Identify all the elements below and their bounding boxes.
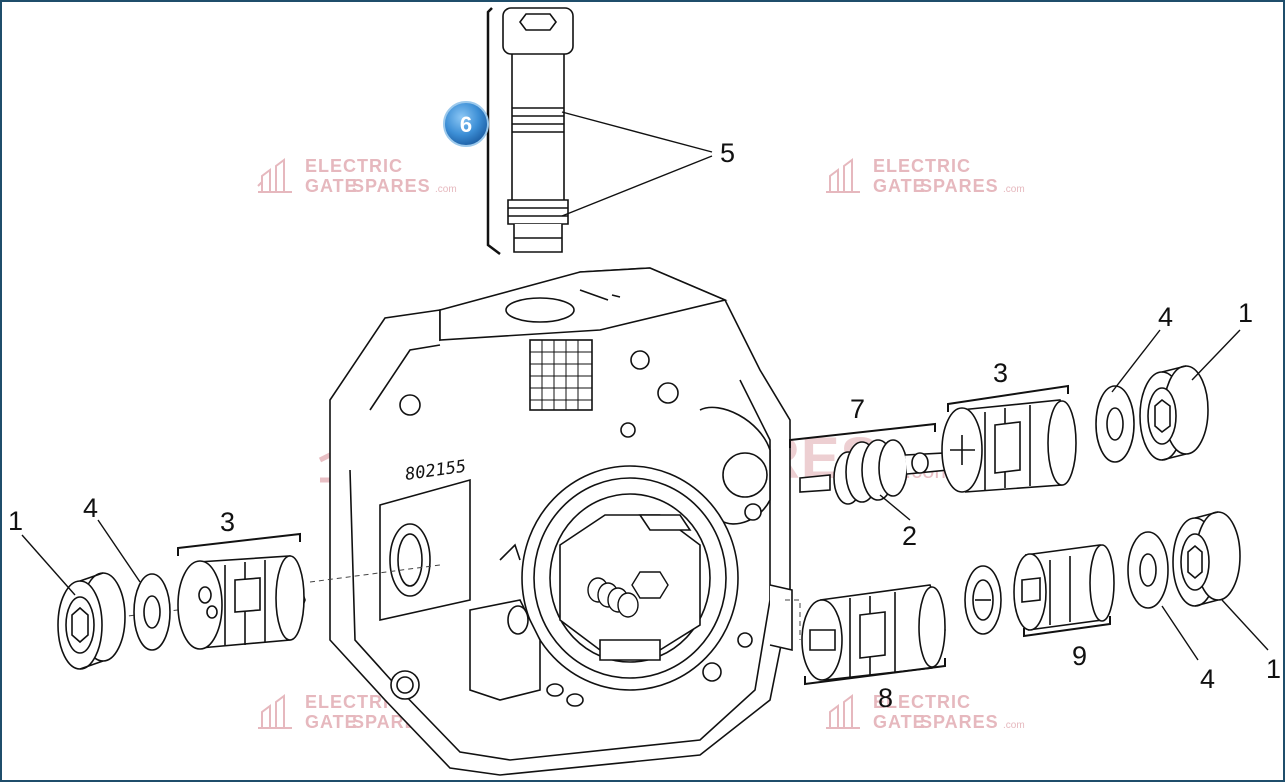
callout-2: 2 (902, 521, 917, 551)
callout-8: 8 (878, 683, 893, 713)
watermark-top-left: ELECTRIC GATE SPARES .com (257, 156, 457, 196)
right-bottom-washer-part-4 (1127, 531, 1169, 609)
watermark-line2: GATE (873, 712, 926, 732)
watermark-line2b: SPARES (352, 176, 431, 196)
left-cartridge-part-3 (177, 555, 306, 650)
watermark-suffix: .com (435, 184, 457, 195)
brackets-and-leaders (21, 329, 1269, 686)
callout-1-right-top: 1 (1238, 298, 1253, 328)
watermark-line2b: SPARES (920, 712, 999, 732)
right-bottom-plug-part-1 (1172, 511, 1241, 607)
valve-part-2 (799, 439, 949, 505)
badge-label: 6 (460, 112, 472, 137)
callout-1-left: 1 (8, 506, 23, 536)
watermark-suffix: .com (1003, 184, 1025, 195)
callout-1-right-bottom: 1 (1266, 654, 1281, 684)
bolt-part (486, 7, 574, 255)
right-top-plug-part-1 (1139, 365, 1209, 461)
watermark-line2b: SPARES (920, 176, 999, 196)
left-washer-part-4 (133, 573, 171, 651)
callout-4-left: 4 (83, 493, 98, 523)
callout-7: 7 (850, 394, 865, 424)
watermark-line2: GATE (305, 176, 358, 196)
watermark-bottom-right: ELECTRIC GATE SPARES .com (826, 692, 1025, 732)
callout-3-left: 3 (220, 507, 235, 537)
watermark-line1: ELECTRIC (873, 156, 971, 176)
callout-5: 5 (720, 138, 735, 168)
watermark-line2: GATE (873, 176, 926, 196)
callout-3-right: 3 (993, 358, 1008, 388)
part-badge-6: 6 (443, 101, 489, 147)
watermark-line2: GATE (305, 712, 358, 732)
leader-lines-5 (561, 111, 713, 217)
right-top-washer-part-4 (1095, 385, 1135, 463)
pump-housing (329, 267, 793, 776)
callout-4-right-top: 4 (1158, 302, 1173, 332)
watermark-line1: ELECTRIC (305, 156, 403, 176)
cartridge-part-8 (801, 584, 946, 681)
callout-9: 9 (1072, 641, 1087, 671)
watermark-line1: ELECTRIC (305, 692, 403, 712)
right-cartridge-part-3 (941, 399, 1077, 493)
assembly-part-9 (964, 544, 1115, 635)
callout-4-right-bottom: 4 (1200, 664, 1215, 694)
left-plug-part-1 (57, 572, 126, 670)
watermark-line1: ELECTRIC (873, 692, 971, 712)
watermark-suffix: .com (1003, 720, 1025, 731)
watermark-top-right: ELECTRIC GATE SPARES .com (826, 156, 1025, 196)
